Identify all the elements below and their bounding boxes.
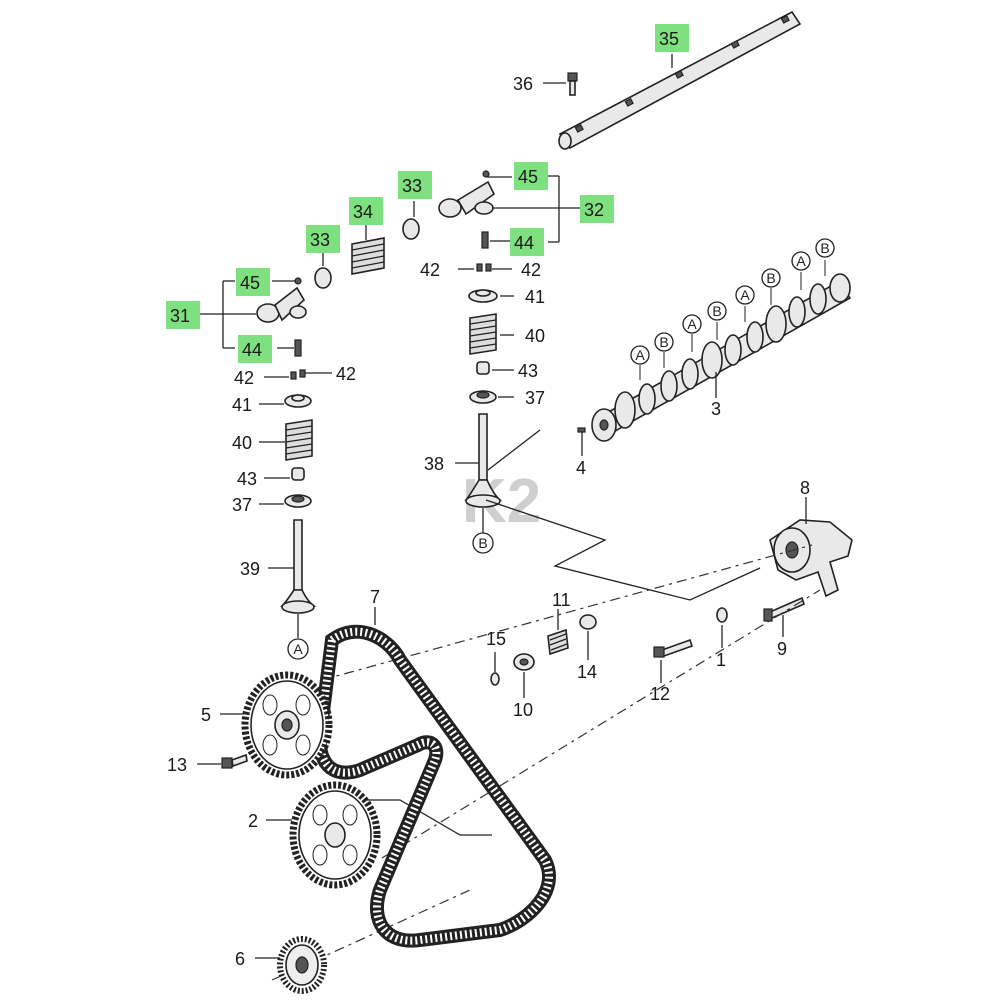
svg-text:A: A: [635, 347, 645, 363]
label-37-right: 37: [525, 388, 545, 408]
label-31: 31: [170, 306, 190, 326]
label-41-left: 41: [232, 395, 252, 415]
mark-b-3: [761, 268, 781, 288]
spring-11: [547, 628, 569, 656]
camshaft: [591, 273, 852, 442]
svg-text:A: A: [687, 316, 697, 332]
cam-sprocket: [241, 671, 333, 779]
label-10: 10: [513, 700, 533, 720]
valve-stack-left: [280, 369, 317, 614]
crank-sprocket: [277, 936, 327, 994]
label-7: 7: [370, 587, 380, 607]
label-43-right: 43: [518, 361, 538, 381]
label-37-left: 37: [232, 495, 252, 515]
label-12: 12: [650, 684, 670, 704]
mark-a-4: [791, 251, 811, 271]
bolt-9: [763, 596, 805, 622]
label-11: 11: [552, 590, 571, 610]
svg-text:A: A: [740, 287, 750, 303]
highlight-35: [655, 24, 689, 52]
label-42-left-b: 42: [336, 364, 356, 384]
tensioner: [769, 519, 853, 598]
label-41-right: 41: [525, 287, 545, 307]
label-38: 38: [424, 454, 444, 474]
label-9: 9: [777, 639, 787, 659]
shaft-bolt: [567, 72, 578, 96]
svg-text:B: B: [820, 240, 829, 256]
washer-14: [579, 614, 597, 630]
spring-34: [351, 237, 385, 275]
label-45-left: 45: [240, 273, 260, 293]
cam-key: [577, 427, 586, 433]
highlight-34: [349, 197, 383, 225]
svg-text:A: A: [796, 253, 806, 269]
label-13: 13: [167, 755, 187, 775]
label-5: 5: [201, 705, 211, 725]
mark-a-2: [682, 314, 702, 334]
svg-text:A: A: [293, 641, 303, 657]
svg-text:B: B: [478, 535, 487, 551]
mark-b-valve: [472, 532, 494, 554]
bolt-13: [221, 753, 248, 769]
rocker-arm-left: [256, 277, 307, 357]
mark-a-3: [735, 285, 755, 305]
label-42-right-b: 42: [521, 260, 541, 280]
washer-1: [716, 607, 728, 623]
label-42-left-a: 42: [234, 368, 254, 388]
label-45-right: 45: [518, 167, 538, 187]
washer-right: [402, 218, 420, 240]
label-35: 35: [659, 29, 679, 49]
highlight-45-right: [514, 162, 548, 190]
part-15: [490, 672, 500, 686]
label-44-right: 44: [514, 233, 534, 253]
label-8: 8: [800, 478, 810, 498]
highlight-31: [166, 301, 200, 329]
label-1: 1: [716, 650, 726, 670]
rocker-shaft: [558, 10, 802, 150]
mark-b-2: [707, 301, 727, 321]
svg-text:B: B: [766, 270, 775, 286]
label-6: 6: [235, 949, 245, 969]
label-14: 14: [577, 662, 597, 682]
svg-text:B: B: [659, 334, 668, 350]
pulley-2: [289, 781, 381, 889]
mark-a-1: [630, 345, 650, 365]
label-33-left: 33: [310, 230, 330, 250]
highlight-45-left: [236, 268, 270, 296]
timing-belt: [312, 624, 556, 948]
valve-stack-right: [464, 263, 503, 508]
mark-a-valve: [287, 638, 309, 660]
label-44-left: 44: [242, 340, 262, 360]
svg-text:B: B: [712, 303, 721, 319]
label-43-left: 43: [237, 469, 257, 489]
label-39: 39: [240, 559, 260, 579]
label-15: 15: [486, 629, 506, 649]
bushing-10: [513, 653, 535, 671]
label-36: 36: [513, 74, 533, 94]
highlight-32: [580, 195, 614, 223]
bolt-12: [653, 638, 694, 658]
highlight-33-right: [398, 171, 432, 199]
mark-b-1: [654, 332, 674, 352]
washer-left: [314, 267, 332, 289]
label-33-right: 33: [402, 176, 422, 196]
label-34: 34: [353, 202, 373, 222]
highlight-33-left: [306, 225, 340, 253]
label-42-right-a: 42: [420, 260, 440, 280]
label-40-right: 40: [525, 326, 545, 346]
label-40-left: 40: [232, 433, 252, 453]
highlight-44-left: [238, 335, 272, 363]
label-2: 2: [248, 811, 258, 831]
rocker-arm-right: [438, 170, 496, 249]
label-32: 32: [584, 200, 604, 220]
mark-b-4: [815, 238, 835, 258]
highlight-44-right: [510, 228, 544, 256]
label-4: 4: [576, 458, 586, 478]
label-3: 3: [711, 399, 721, 419]
